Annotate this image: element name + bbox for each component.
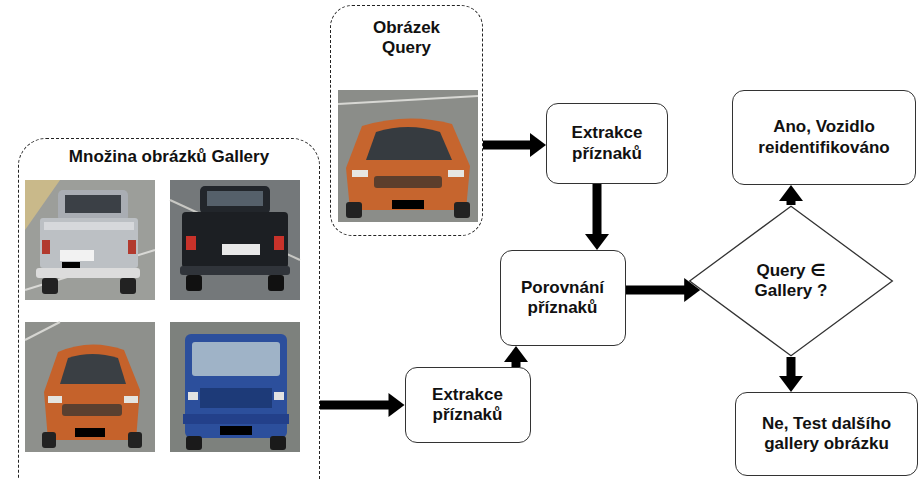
arrow-head [585,234,609,250]
arrow-shaft [787,357,796,378]
process-box: Extrakce příznaků [405,367,531,443]
flow-arrow [585,184,609,250]
decision-diamond: Query ∈ Gallery ? [688,205,894,357]
arrow-head [504,346,528,362]
vehicle-photo [170,180,300,300]
node-label: Ne, Test dalšího gallery obrázku [749,414,904,455]
query-region: Obrázek Query [330,5,483,236]
vehicle-photo [338,90,478,222]
node-label: Ano, Vozidlo reidentifikováno [740,117,908,158]
process-box: Porovnání příznaků [500,250,626,346]
result-box: Ne, Test dalšího gallery obrázku [735,392,918,476]
node-label: Množina obrázků Gallery [69,147,269,167]
arrow-head [779,376,803,392]
arrow-head [389,393,405,417]
result-box: Ano, Vozidlo reidentifikováno [732,90,916,185]
node-label: Porovnání příznaků [508,278,618,319]
vehicle-photo [25,180,155,300]
arrow-shaft [593,184,602,236]
arrow-shaft [320,401,391,410]
node-label: Query ∈ Gallery ? [744,261,839,302]
flow-arrow [626,278,701,302]
arrow-head [779,185,803,201]
arrow-shaft [483,141,532,150]
flow-arrow [779,185,803,205]
arrow-head [530,133,546,157]
node-label: Extrakce příznaků [413,385,523,426]
flow-arrow [483,133,546,157]
node-label: Extrakce příznaků [553,123,661,164]
gallery-region: Množina obrázků Gallery [18,138,320,479]
flow-arrow [779,357,803,392]
flow-arrow [504,346,528,367]
arrow-shaft [626,286,687,295]
vehicle-photo [25,322,155,452]
node-label: Obrázek Query [357,18,457,59]
process-box: Extrakce příznaků [546,103,668,184]
flow-arrow [320,393,405,417]
vehicle-photo [170,322,300,452]
